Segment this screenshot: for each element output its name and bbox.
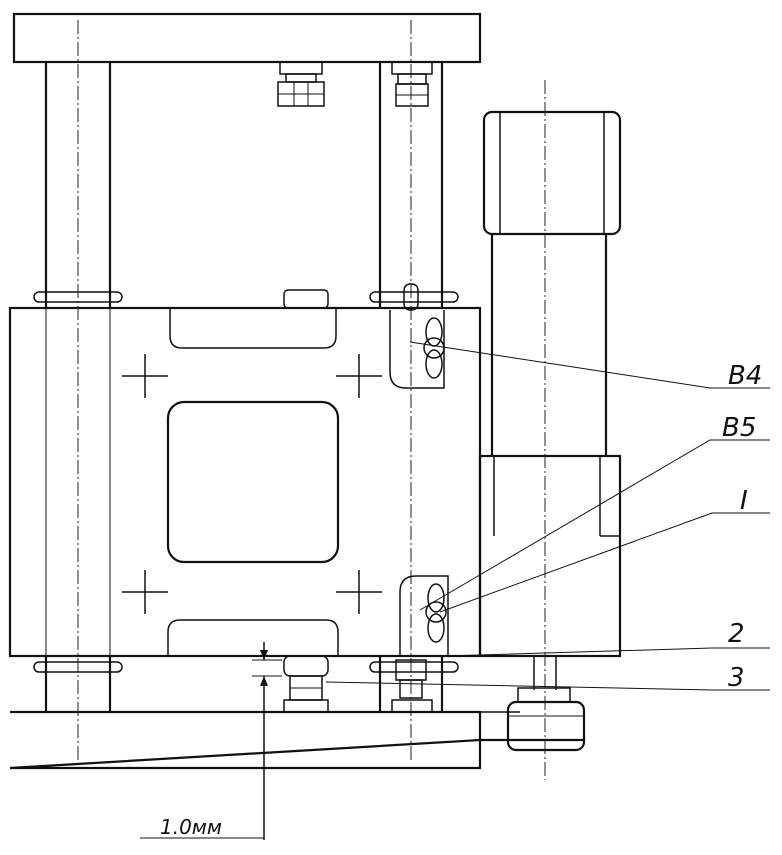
label-one: I (740, 486, 748, 516)
leader-three (325, 681, 770, 691)
label-three: 3 (728, 663, 745, 693)
motor-body (490, 80, 608, 780)
leader-b5 (419, 439, 770, 611)
top-bolt-left (277, 61, 325, 107)
label-two: 2 (728, 619, 745, 649)
label-b5: B5 (722, 413, 756, 443)
upper-shoulder-b4 (389, 283, 445, 389)
right-guide-column (369, 20, 459, 760)
bottom-bolt-right (391, 659, 433, 713)
leader-b4 (409, 341, 770, 389)
motor-housing (482, 110, 622, 236)
dimension-label: 1.0мм (160, 815, 222, 839)
left-guide-column (33, 20, 123, 760)
die-block (8, 289, 482, 658)
leader-two (445, 647, 770, 657)
bottom-bolt-left (283, 655, 329, 713)
leader-one (439, 512, 770, 613)
lower-shoulder-b5 (399, 575, 449, 656)
bottom-plate (9, 710, 585, 770)
motor-shaft-coupling (506, 656, 586, 752)
gap-dimension (140, 642, 282, 840)
label-b4: B4 (728, 361, 762, 391)
top-bolt-right (391, 61, 433, 107)
motor-base (478, 454, 622, 658)
top-plate (12, 12, 482, 64)
